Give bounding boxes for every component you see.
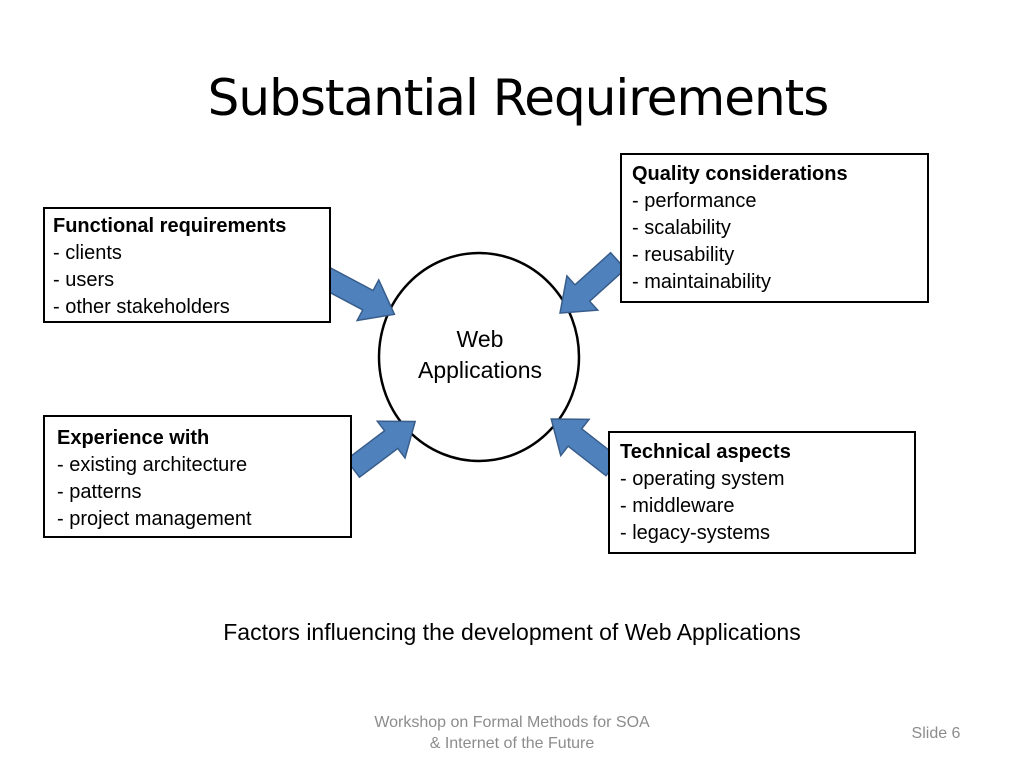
footer-line-1: Workshop on Formal Methods for SOA xyxy=(374,714,650,731)
box-title: Technical aspects xyxy=(620,441,791,463)
slide-title: Substantial Requirements xyxy=(207,69,830,127)
box-item: - performance xyxy=(632,190,757,212)
center-line-2: Applications xyxy=(417,357,543,383)
slide-number: Slide 6 xyxy=(911,725,961,742)
experience-with-box: Experience with - existing architecture … xyxy=(43,415,352,538)
quality-considerations-box: Quality considerations - performance - s… xyxy=(620,153,929,303)
center-line-1: Web xyxy=(456,326,504,352)
functional-requirements-box: Functional requirements - clients - user… xyxy=(43,207,331,323)
web-applications-circle xyxy=(377,251,581,463)
box-item: - project management xyxy=(57,508,252,530)
box-item: - patterns xyxy=(57,481,142,503)
box-item: - reusability xyxy=(632,244,735,266)
box-item: - existing architecture xyxy=(57,454,248,476)
box-item: - maintainability xyxy=(632,271,771,293)
technical-aspects-box: Technical aspects - operating system - m… xyxy=(608,431,916,554)
box-title: Experience with xyxy=(57,427,210,449)
box-item: - legacy-systems xyxy=(620,522,771,544)
box-item: - scalability xyxy=(632,217,731,239)
figure-caption: Factors influencing the development of W… xyxy=(223,619,801,645)
box-item: - users xyxy=(53,269,115,291)
box-item: - middleware xyxy=(620,495,735,517)
arrow-experience-to-center xyxy=(345,420,417,479)
box-item: - other stakeholders xyxy=(53,296,230,318)
footer-text: Workshop on Formal Methods for SOA & Int… xyxy=(362,712,662,754)
box-item: - operating system xyxy=(620,468,785,490)
box-title: Functional requirements xyxy=(53,215,287,237)
footer-line-2: & Internet of the Future xyxy=(429,735,595,752)
box-title: Quality considerations xyxy=(632,163,848,185)
box-item: - clients xyxy=(53,242,122,264)
arrow-quality-to-center xyxy=(559,251,627,314)
web-applications-label: Web Applications xyxy=(380,324,580,386)
